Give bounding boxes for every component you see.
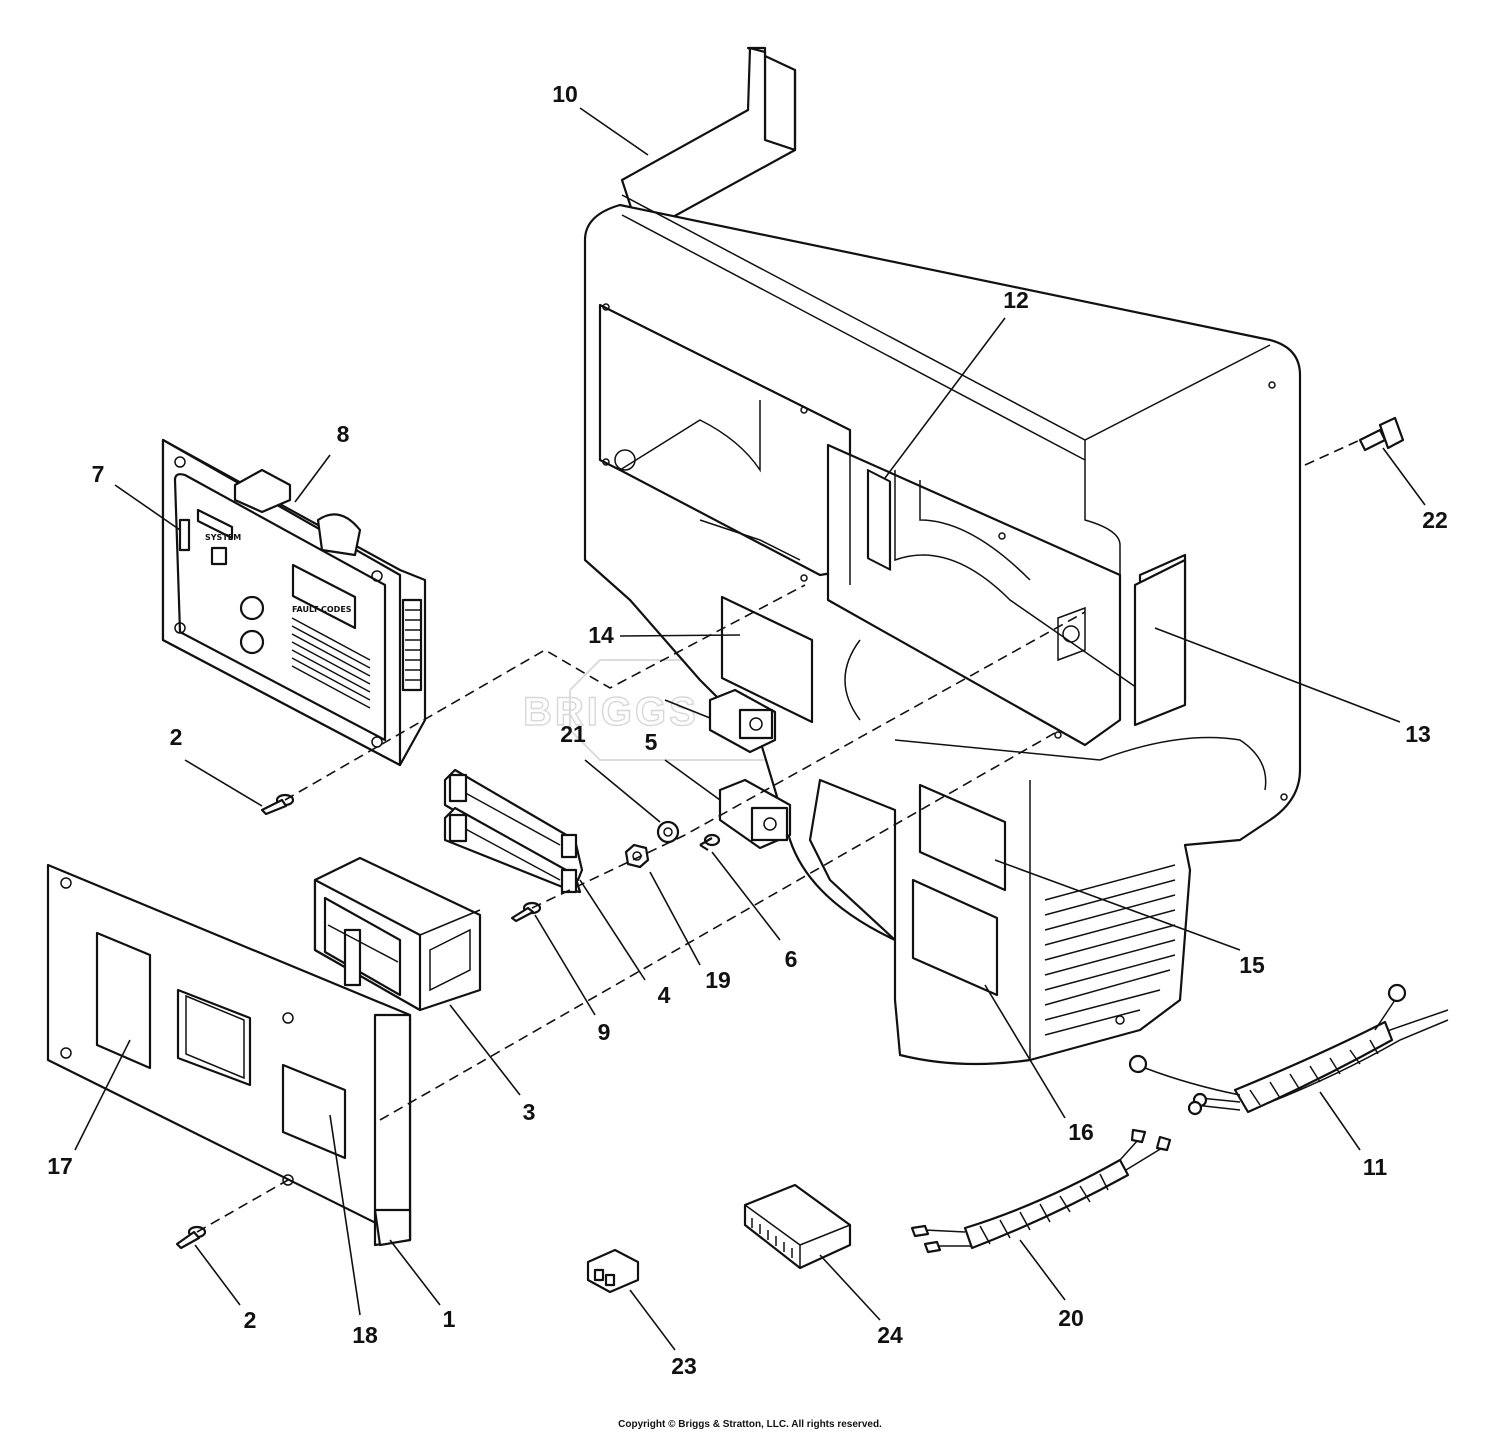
fault-display [291,563,357,630]
callout-5: 5 [645,729,658,755]
label-area-13 [1133,558,1187,727]
callout-6: 6 [785,946,798,972]
cover-label-18 [281,1063,347,1160]
label-area-15 [918,783,1007,892]
callout-21: 21 [560,721,586,747]
label-area-14 [720,595,814,724]
wiring-harness-20[interactable] [910,1128,1172,1254]
callout-10: 10 [552,81,578,107]
fault-codes-heading: FAULT CODES [292,605,352,614]
multi-pin-connector[interactable] [743,1183,852,1270]
small-connector[interactable] [586,1248,640,1294]
callout-13: 13 [1405,721,1431,747]
callout-11: 11 [1363,1154,1388,1180]
control-module[interactable]: SYSTEM FAULT CODES [161,438,427,767]
callout-8: 8 [337,421,350,447]
callout-4: 4 [658,982,671,1008]
callout-18: 18 [352,1322,378,1348]
front-cover-plate[interactable] [46,863,412,1247]
callout-3: 3 [523,1099,536,1125]
leader-lines [74,107,1426,1351]
callout-12: 12 [1003,287,1029,313]
panel-system-label: SYSTEM [205,533,241,542]
lock-washer [656,820,680,844]
panel-button-top[interactable] [239,595,265,621]
panel-button-bottom[interactable] [239,629,265,655]
callout-15: 15 [1239,952,1265,978]
callout-9: 9 [598,1019,611,1045]
callout-17: 17 [47,1153,73,1179]
callout-14: 14 [588,622,614,648]
vent-grille [1044,864,1176,1036]
cover-label-17 [95,931,152,1070]
screw-6 [699,833,721,851]
callout-1: 1 [443,1306,456,1332]
hex-nut [624,843,650,869]
system-switch[interactable] [210,546,228,566]
callout-7: 7 [92,461,105,487]
brand-logo [196,508,234,540]
callout-23: 23 [671,1353,697,1379]
terminal-lug-upper[interactable] [708,688,777,754]
cover-window [176,988,252,1087]
callout-16: 16 [1068,1119,1094,1145]
callout-2b: 2 [244,1307,257,1333]
label-area-16 [911,878,999,997]
copyright-notice: Copyright © Briggs & Stratton, LLC. All … [618,1419,882,1430]
callouts: 10 12 22 8 7 14 13 5 21 2 19 6 4 9 3 15 … [47,81,1448,1379]
control-panel-housing[interactable] [583,46,1302,1066]
bus-bar-bracket[interactable] [443,768,584,894]
callout-19: 19 [705,967,731,993]
callout-24: 24 [877,1322,903,1348]
fuse-holder[interactable] [178,518,191,552]
wiring-harness-11[interactable] [1128,983,1449,1116]
callout-2a: 2 [170,724,183,750]
circuit-breaker[interactable] [313,856,482,1012]
bolt-22 [1358,416,1405,452]
terminal-lug-lower[interactable] [718,778,792,850]
callout-22: 22 [1422,507,1448,533]
callout-20: 20 [1058,1305,1084,1331]
